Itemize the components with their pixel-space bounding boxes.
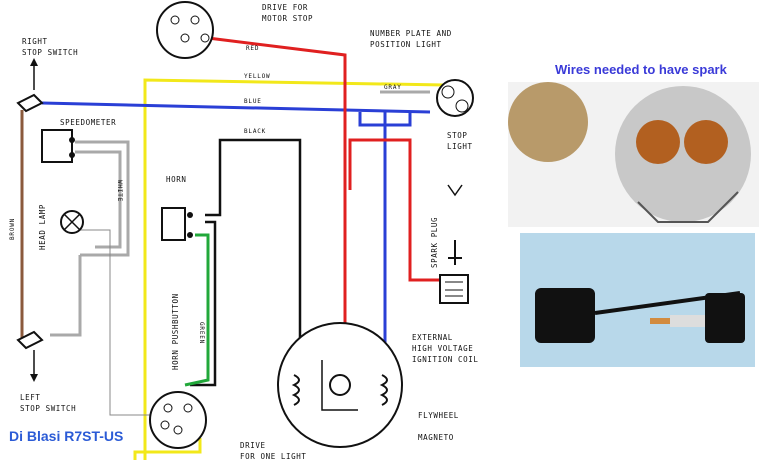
- label-horn-pushbutton: HORN PUSHBUTTON: [171, 293, 180, 370]
- label-drive-one-light-1: DRIVE: [240, 441, 266, 450]
- label-flywheel-2: MAGNETO: [418, 433, 454, 442]
- model-name: Di Blasi R7ST-US: [9, 428, 124, 444]
- right-stop-switch: [16, 93, 44, 113]
- label-external-coil-3: IGNITION COIL: [412, 355, 479, 364]
- wire-yellow-2: [133, 438, 202, 460]
- wire-label-gray: GRAY: [384, 84, 402, 91]
- spark-plug: [448, 240, 462, 265]
- label-drive-motor-stop-2: MOTOR STOP: [262, 14, 313, 23]
- wire-black: [205, 138, 302, 355]
- left-stop-switch: [16, 330, 44, 350]
- wire-gray-2: [75, 150, 122, 249]
- label-left-stop-2: STOP SWITCH: [20, 404, 76, 413]
- label-spark-plug: SPARK PLUG: [430, 217, 439, 268]
- label-head-lamp: HEAD LAMP: [38, 204, 47, 250]
- number-plate-light: [436, 79, 474, 117]
- wire-label-yellow: YELLOW: [244, 73, 270, 80]
- wire-label-white: WHITE: [116, 180, 123, 202]
- wire-gray: [75, 140, 130, 257]
- speedometer: [41, 129, 73, 163]
- wire-white: [65, 229, 150, 416]
- wire-label-black: BLACK: [244, 128, 266, 135]
- stator-photo: [508, 82, 759, 227]
- label-drive-one-light-2: FOR ONE LIGHT: [240, 452, 307, 461]
- label-number-plate-2: POSITION LIGHT: [370, 40, 442, 49]
- wire-red-2: [348, 138, 440, 282]
- wire-label-brown: BROWN: [9, 218, 16, 240]
- label-stop-light-2: LIGHT: [447, 142, 473, 151]
- label-external-coil-2: HIGH VOLTAGE: [412, 344, 473, 353]
- wire-label-blue: BLUE: [244, 98, 262, 105]
- motor-stop-connector: [156, 1, 214, 59]
- wire-label-red: RED: [246, 45, 259, 52]
- label-flywheel-1: FLYWHEEL: [418, 411, 459, 420]
- label-right-stop-1: RIGHT: [22, 37, 48, 46]
- wire-blue-3: [358, 112, 412, 127]
- label-left-stop-1: LEFT: [20, 393, 40, 402]
- label-speedometer: SPEEDOMETER: [60, 118, 116, 127]
- label-right-stop-2: STOP SWITCH: [22, 48, 78, 57]
- coil-photo: [520, 233, 755, 367]
- label-stop-light-1: STOP: [447, 131, 467, 140]
- wires-needed-callout: Wires needed to have spark: [555, 62, 727, 77]
- wire-blue: [41, 101, 431, 114]
- wire-black-2: [190, 220, 217, 387]
- external-ignition-coil: [439, 274, 469, 304]
- label-drive-motor-stop-1: DRIVE FOR: [262, 3, 308, 12]
- wire-gray-3: [50, 255, 82, 337]
- wire-green: [184, 233, 210, 387]
- label-external-coil-1: EXTERNAL: [412, 333, 453, 342]
- label-number-plate-1: NUMBER PLATE AND: [370, 29, 452, 38]
- wire-label-green: GREEN: [198, 322, 205, 344]
- drive-for-one-light-connector: [149, 391, 207, 449]
- flywheel-magneto: [277, 322, 403, 448]
- label-horn: HORN: [166, 175, 186, 184]
- horn: [161, 207, 186, 241]
